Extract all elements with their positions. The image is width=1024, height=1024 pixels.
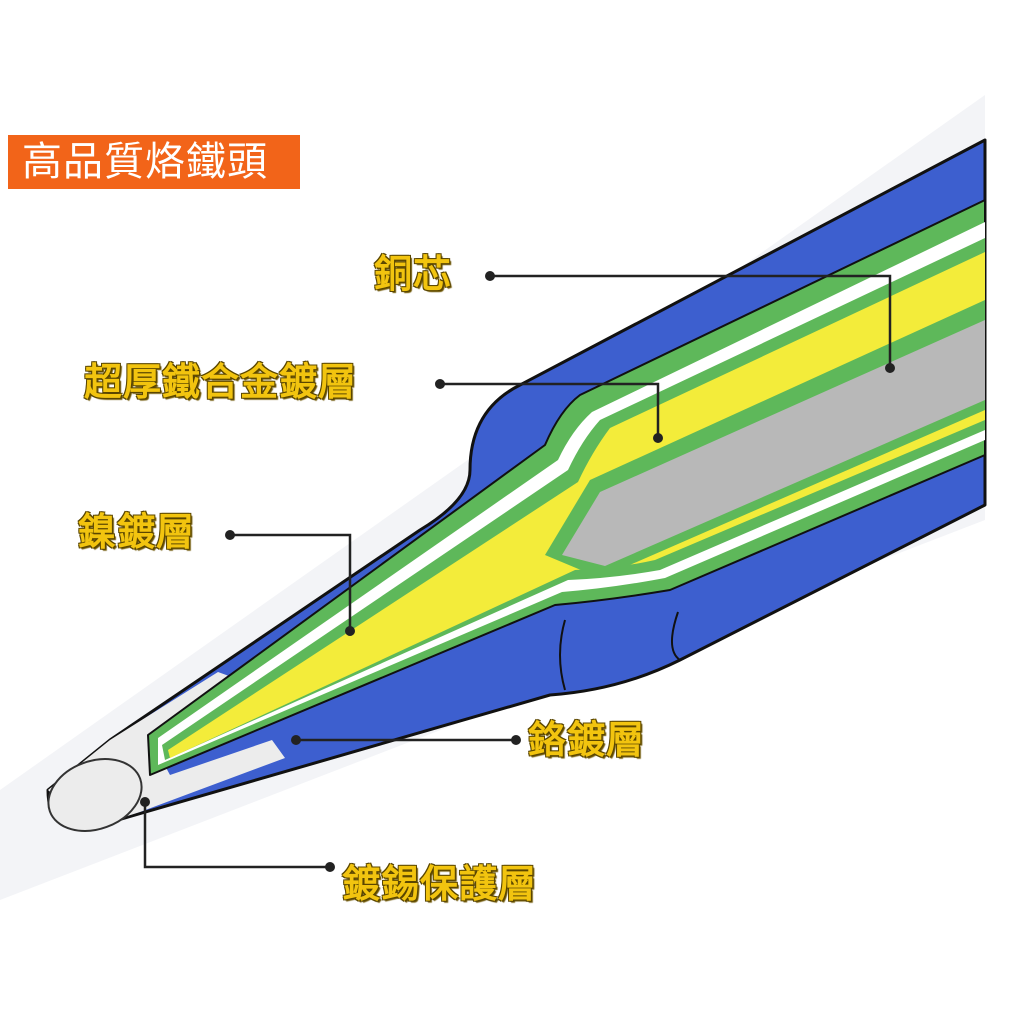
shoulder-ring-line [559,619,566,691]
copper-core-shape [562,320,985,566]
label-chrome-plating: 鉻鍍層 [528,718,646,762]
label-tin-protective-layer: 鍍錫保護層 [342,862,538,906]
leader-dots [140,271,895,872]
label-copper-core: 銅芯 [374,252,453,296]
leader-tin [143,802,330,869]
label-iron-alloy-plating: 超厚鐵合金鍍層 [84,360,358,404]
tip-end-face [47,758,143,832]
shoulder-ring-line-2 [671,611,681,661]
leader-iron-alloy [440,382,660,437]
leader-lines [143,274,892,869]
leader-nickel [230,533,352,630]
leader-copper-core [490,274,892,367]
label-nickel-plating: 鎳鍍層 [78,510,196,554]
title-banner: 高品質烙鐵頭 [8,135,300,189]
